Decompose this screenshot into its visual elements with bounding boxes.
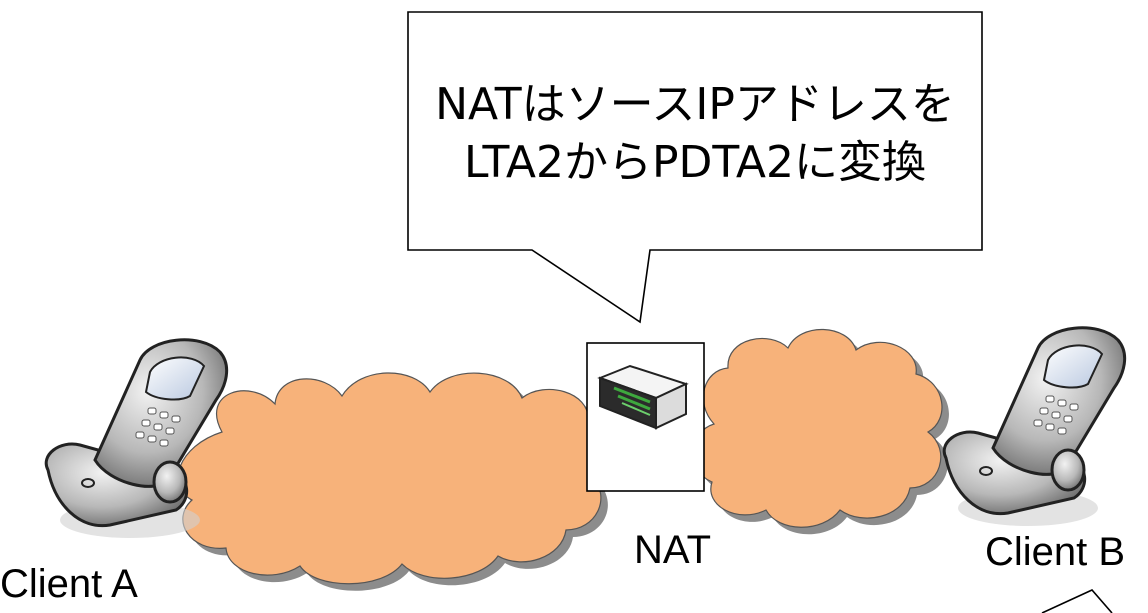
callout-box [407, 11, 983, 324]
client-b-label: Client B [985, 530, 1126, 574]
arrow-icon [1041, 589, 1113, 613]
router-icon [597, 364, 689, 430]
network-cloud-left [177, 372, 614, 591]
callout-line-2: LTA2からPDTA2に変換 [464, 137, 926, 188]
mobile-phone-icon [942, 326, 1127, 526]
mobile-phone-icon [44, 338, 229, 538]
client-a-label: Client A [0, 562, 138, 606]
network-cloud-right [692, 328, 949, 535]
callout-line-1: NATはソースIPアドレスを [435, 79, 955, 130]
callout-text: NATはソースIPアドレスを LTA2からPDTA2に変換 [408, 76, 982, 192]
nat-label: NAT [634, 528, 712, 572]
nat-device [586, 342, 705, 492]
